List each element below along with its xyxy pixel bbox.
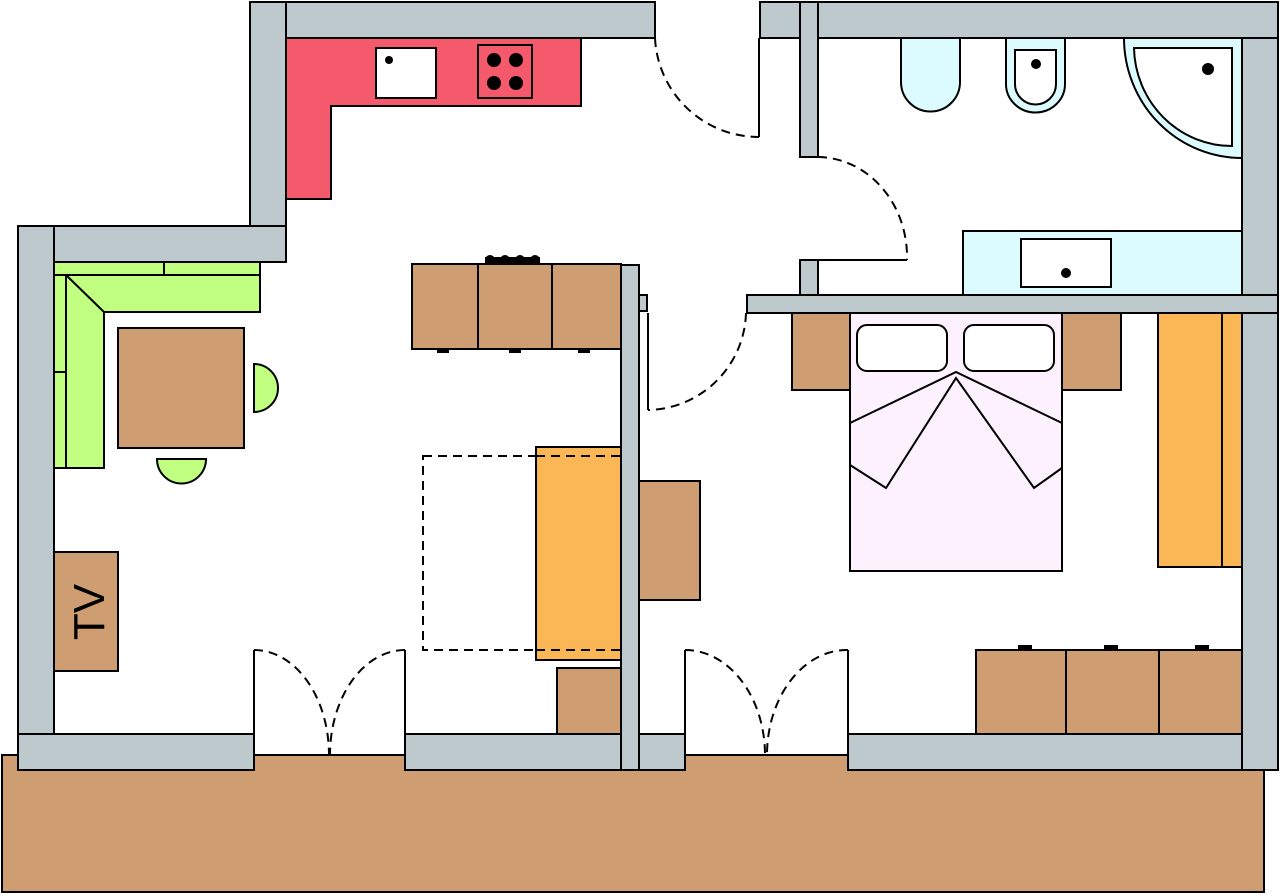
wardrobe [1157, 312, 1243, 568]
wall-left [17, 225, 55, 771]
wall-bath-stub-upper [799, 1, 819, 158]
wall-bottom-2 [404, 733, 686, 771]
wall-top-right [759, 1, 1279, 39]
wall-step [17, 225, 287, 263]
wall-top-left [249, 1, 656, 39]
wall-bottom-1 [17, 733, 255, 771]
terrace [1, 754, 1265, 893]
sofa-bed-extension [422, 455, 622, 651]
chair-right [253, 362, 279, 414]
dining-table [117, 327, 245, 449]
tv-label: TV [65, 583, 114, 640]
side-cabinet [556, 667, 622, 735]
sideboard-knobs-top [485, 255, 540, 265]
sideboard [411, 263, 622, 350]
wall-bottom-3 [847, 733, 1279, 771]
nightstand-right [1061, 312, 1122, 391]
dresser-handles [1018, 645, 1209, 650]
pillow-left [856, 324, 948, 372]
sofa-bed [535, 446, 622, 661]
bathroom-sink [1020, 238, 1112, 288]
bathroom-door-swing [817, 156, 909, 261]
walls [17, 1, 1279, 771]
hob [477, 44, 533, 99]
kitchen-sink-drain [385, 56, 393, 64]
desk [638, 480, 701, 601]
corner-sofa [53, 261, 261, 469]
wall-bath-bottom [746, 294, 1279, 314]
sideboard-handles [437, 349, 590, 353]
kitchen-sink [375, 47, 437, 99]
nightstand-left [791, 312, 851, 391]
bedroom [791, 312, 1243, 572]
bed-cover-fold [849, 370, 1063, 424]
wall-partition-nub [638, 294, 648, 312]
wall-partition [620, 264, 640, 771]
bedroom-door-swing [647, 312, 747, 411]
door-swings [253, 37, 909, 756]
toilet [900, 37, 961, 113]
french-door-left-b [329, 649, 406, 756]
chair-bottom [155, 458, 208, 485]
french-door-right-a [684, 649, 766, 756]
pillow-right [963, 324, 1055, 372]
entry-door-swing [654, 37, 760, 139]
dresser [975, 649, 1243, 735]
wall-right [1241, 1, 1279, 771]
bathroom [900, 37, 1243, 296]
tv-cabinet [53, 551, 119, 672]
french-door-right-b [766, 648, 849, 756]
hob-burners [487, 53, 523, 90]
wall-kitchen-left [249, 1, 287, 263]
french-door-left-a [253, 649, 330, 756]
